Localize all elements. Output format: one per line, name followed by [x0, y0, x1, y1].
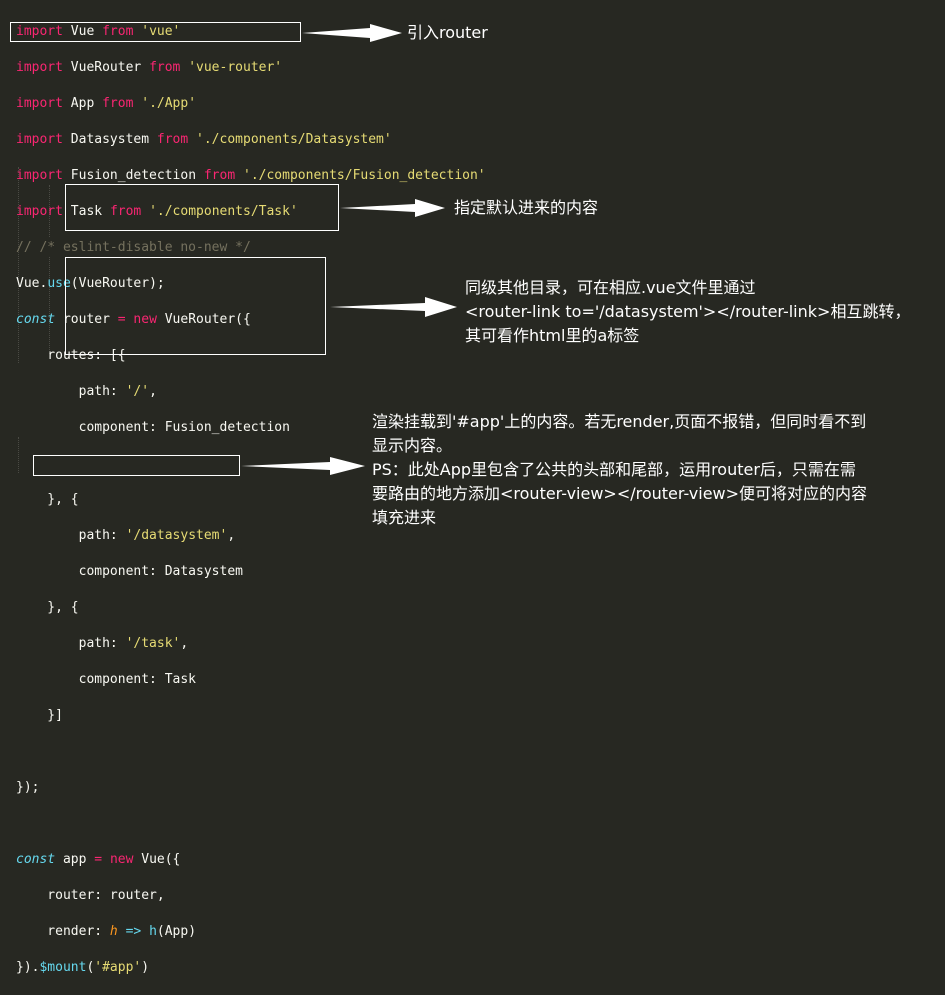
code-line: }).$mount('#app') — [16, 960, 150, 975]
highlight-box-default-route — [65, 184, 339, 231]
annotation-render-mount: 渲染挂载到'#app'上的内容。若无render,页面不报错，但同时看不到 显示… — [372, 412, 868, 527]
arrow-icon — [241, 457, 365, 475]
code-line: import VueRouter from 'vue-router' — [16, 60, 283, 75]
code-line: const app = new Vue({ — [16, 852, 181, 867]
code-line: const router = new VueRouter({ — [16, 312, 251, 327]
code-line — [16, 815, 486, 833]
code-line: component: Fusion_detection — [16, 420, 290, 435]
highlight-box-render — [33, 455, 240, 476]
code-line: import Task from './components/Task' — [16, 204, 298, 219]
indent-guide — [18, 167, 19, 363]
code-line: render: h => h(App) — [16, 924, 197, 939]
indent-guide — [49, 257, 50, 354]
code-line: path: '/datasystem', — [16, 528, 236, 543]
code-line: }, { — [16, 492, 79, 507]
code-line: router: router, — [16, 888, 165, 903]
code-comment: // /* eslint-disable no-new */ — [16, 240, 251, 255]
annotation-default-route: 指定默认进来的内容 — [454, 198, 599, 217]
highlight-box-sibling-routes — [65, 257, 326, 355]
arrow-icon — [330, 297, 457, 317]
annotation-sibling-routes: 同级其他目录，可在相应.vue文件里通过 <router-link to='/d… — [465, 278, 911, 345]
indent-guide — [49, 185, 50, 237]
arrow-icon — [340, 199, 445, 217]
code-line: path: '/task', — [16, 636, 189, 651]
code-line: import Vue from 'vue' — [16, 24, 181, 39]
code-line — [16, 743, 486, 761]
code-line: routes: [{ — [16, 348, 126, 363]
annotation-router-import: 引入router — [407, 23, 488, 42]
code-line: }); — [16, 780, 40, 795]
code-line: import Fusion_detection from './componen… — [16, 168, 486, 183]
indent-guide — [18, 437, 19, 473]
arrow-icon — [302, 24, 402, 42]
code-line: path: '/', — [16, 384, 157, 399]
code-line: import App from './App' — [16, 96, 197, 111]
annotation-arrows — [241, 24, 457, 475]
code-line: Vue.use(VueRouter); — [16, 276, 165, 291]
code-line: component: Task — [16, 672, 197, 687]
code-line: component: Datasystem — [16, 564, 243, 579]
code-line: }] — [16, 708, 63, 723]
code-line: import Datasystem from './components/Dat… — [16, 132, 392, 147]
code-line: }, { — [16, 600, 79, 615]
highlight-box-import-router — [10, 22, 301, 42]
